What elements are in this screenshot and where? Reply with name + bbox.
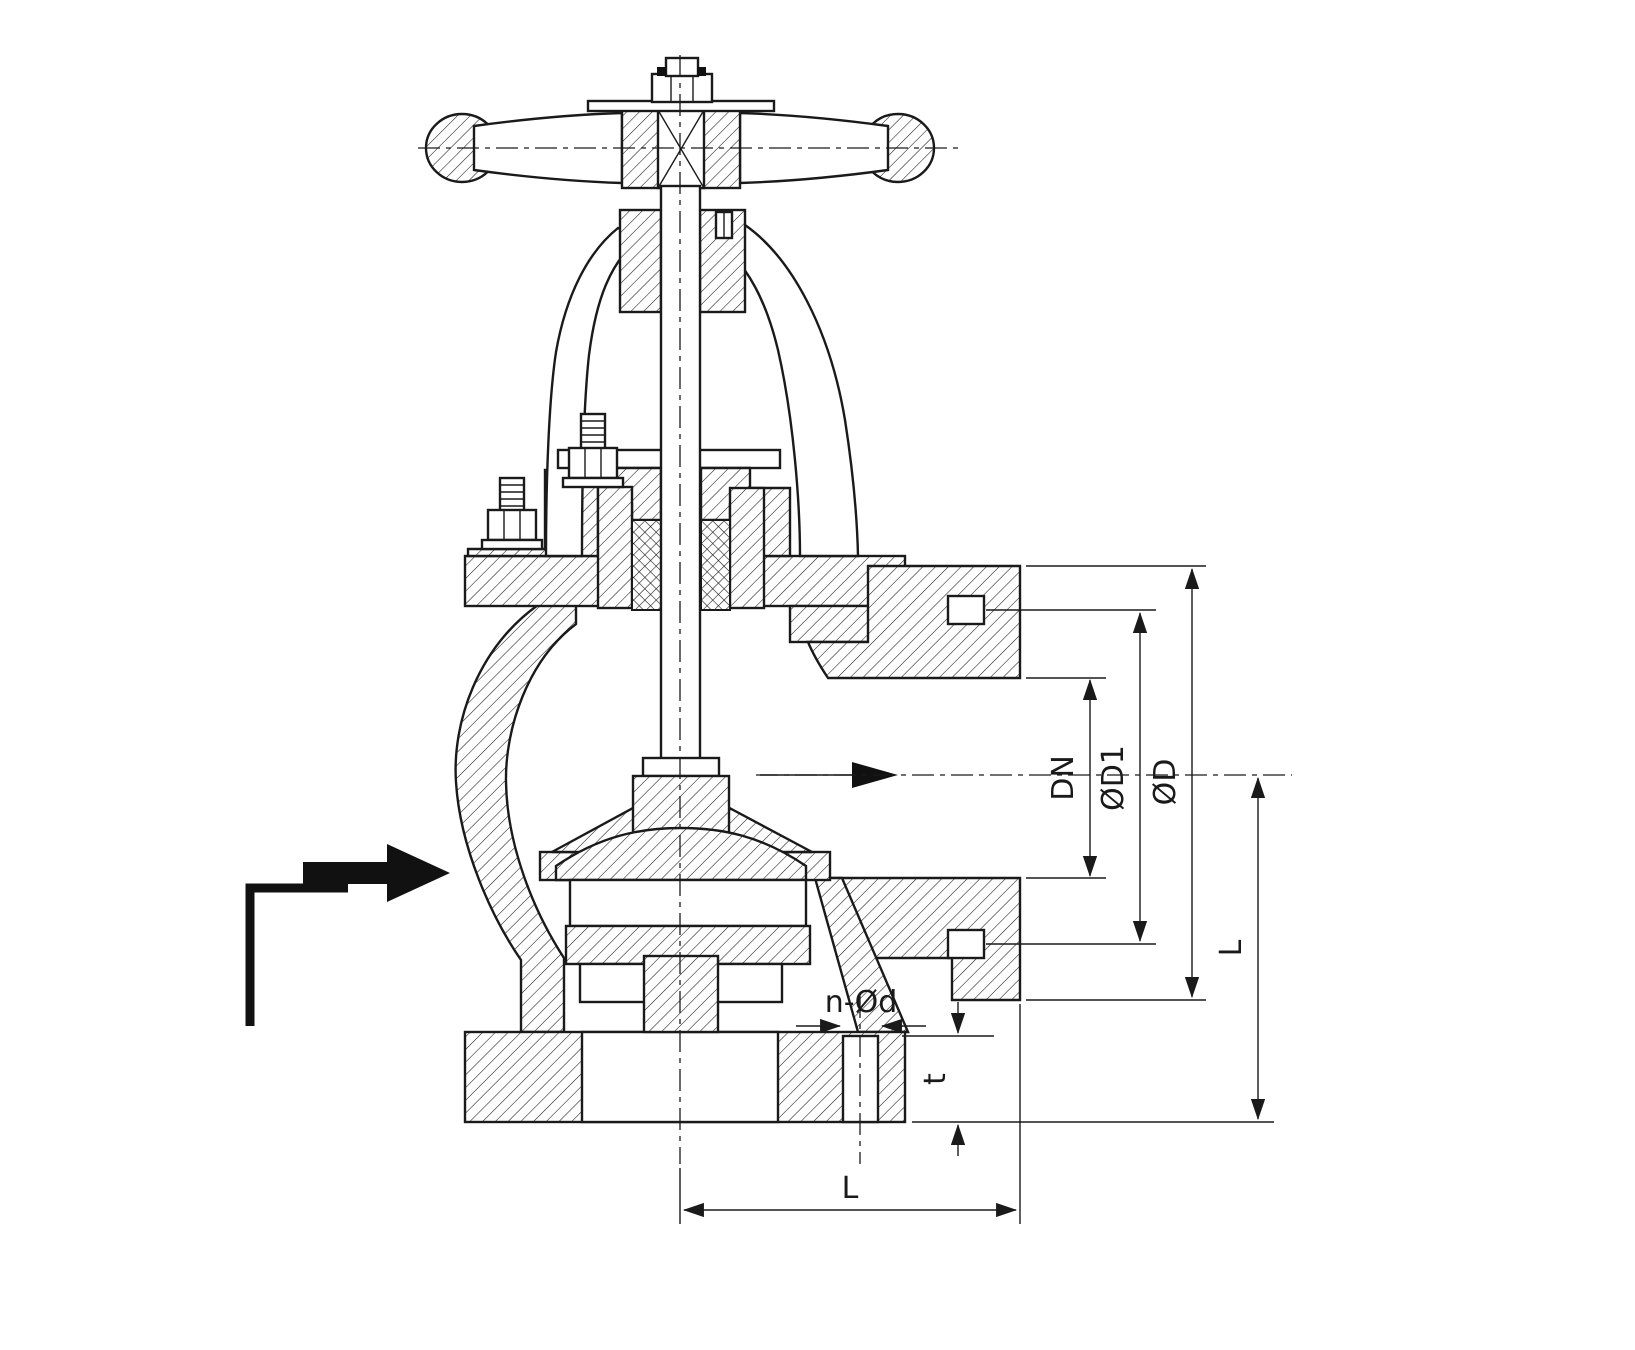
label-nod: n-Ød: [825, 985, 898, 1020]
gland-bolt2-nut: [486, 508, 538, 542]
label-od1: ØD1: [1096, 745, 1131, 811]
label-l-right: L: [1214, 939, 1249, 956]
outlet-flange-bolt-hole-bottom: [946, 928, 986, 960]
stem-nut: [650, 72, 714, 104]
stem-collar: [641, 756, 721, 778]
packing-rings-left: [631, 519, 662, 611]
gland-bolt1-stud: [579, 412, 607, 452]
label-l-bottom: L: [842, 1171, 859, 1206]
gland-bolt1-washer: [561, 476, 625, 489]
body-left-wall: [454, 603, 578, 1034]
stuffing-box-wall-left: [596, 485, 634, 610]
centerlines: [418, 55, 1292, 1164]
disc: [554, 826, 808, 882]
yoke-bushing-left: [618, 208, 663, 314]
stem-cap: [664, 56, 700, 78]
disc-holder-upper: [568, 878, 808, 928]
gland-bolts: [480, 412, 625, 551]
dimensions: DN ØD1 ØD L t n-Ød L: [679, 565, 1274, 1224]
stem-and-disc: [554, 184, 812, 1034]
split-pin-right: [697, 67, 706, 76]
inlet-flow-arrow-shaft: [303, 862, 387, 884]
disc-guide: [642, 954, 720, 1034]
label-dn: DN: [1046, 755, 1081, 801]
gland-bolt2-stud: [498, 476, 526, 514]
gland-bolt1-nut: [567, 446, 619, 480]
outlet-top-wall: [806, 564, 1022, 680]
yoke-arm-right: [720, 223, 860, 558]
split-pin-left: [657, 67, 666, 76]
stuffing-box-wall-right: [728, 486, 766, 610]
gland-bolt2-washer: [480, 538, 544, 551]
body-lower-right-wall: [813, 876, 910, 1034]
label-od: ØD: [1148, 759, 1183, 806]
label-t: t: [918, 1073, 953, 1085]
outlet-flange-bolt-hole-top: [946, 594, 986, 626]
packing-rings-right: [700, 519, 731, 611]
inlet-flow-arrow-head: [387, 844, 450, 902]
inlet-flow-line: [245, 883, 348, 1026]
